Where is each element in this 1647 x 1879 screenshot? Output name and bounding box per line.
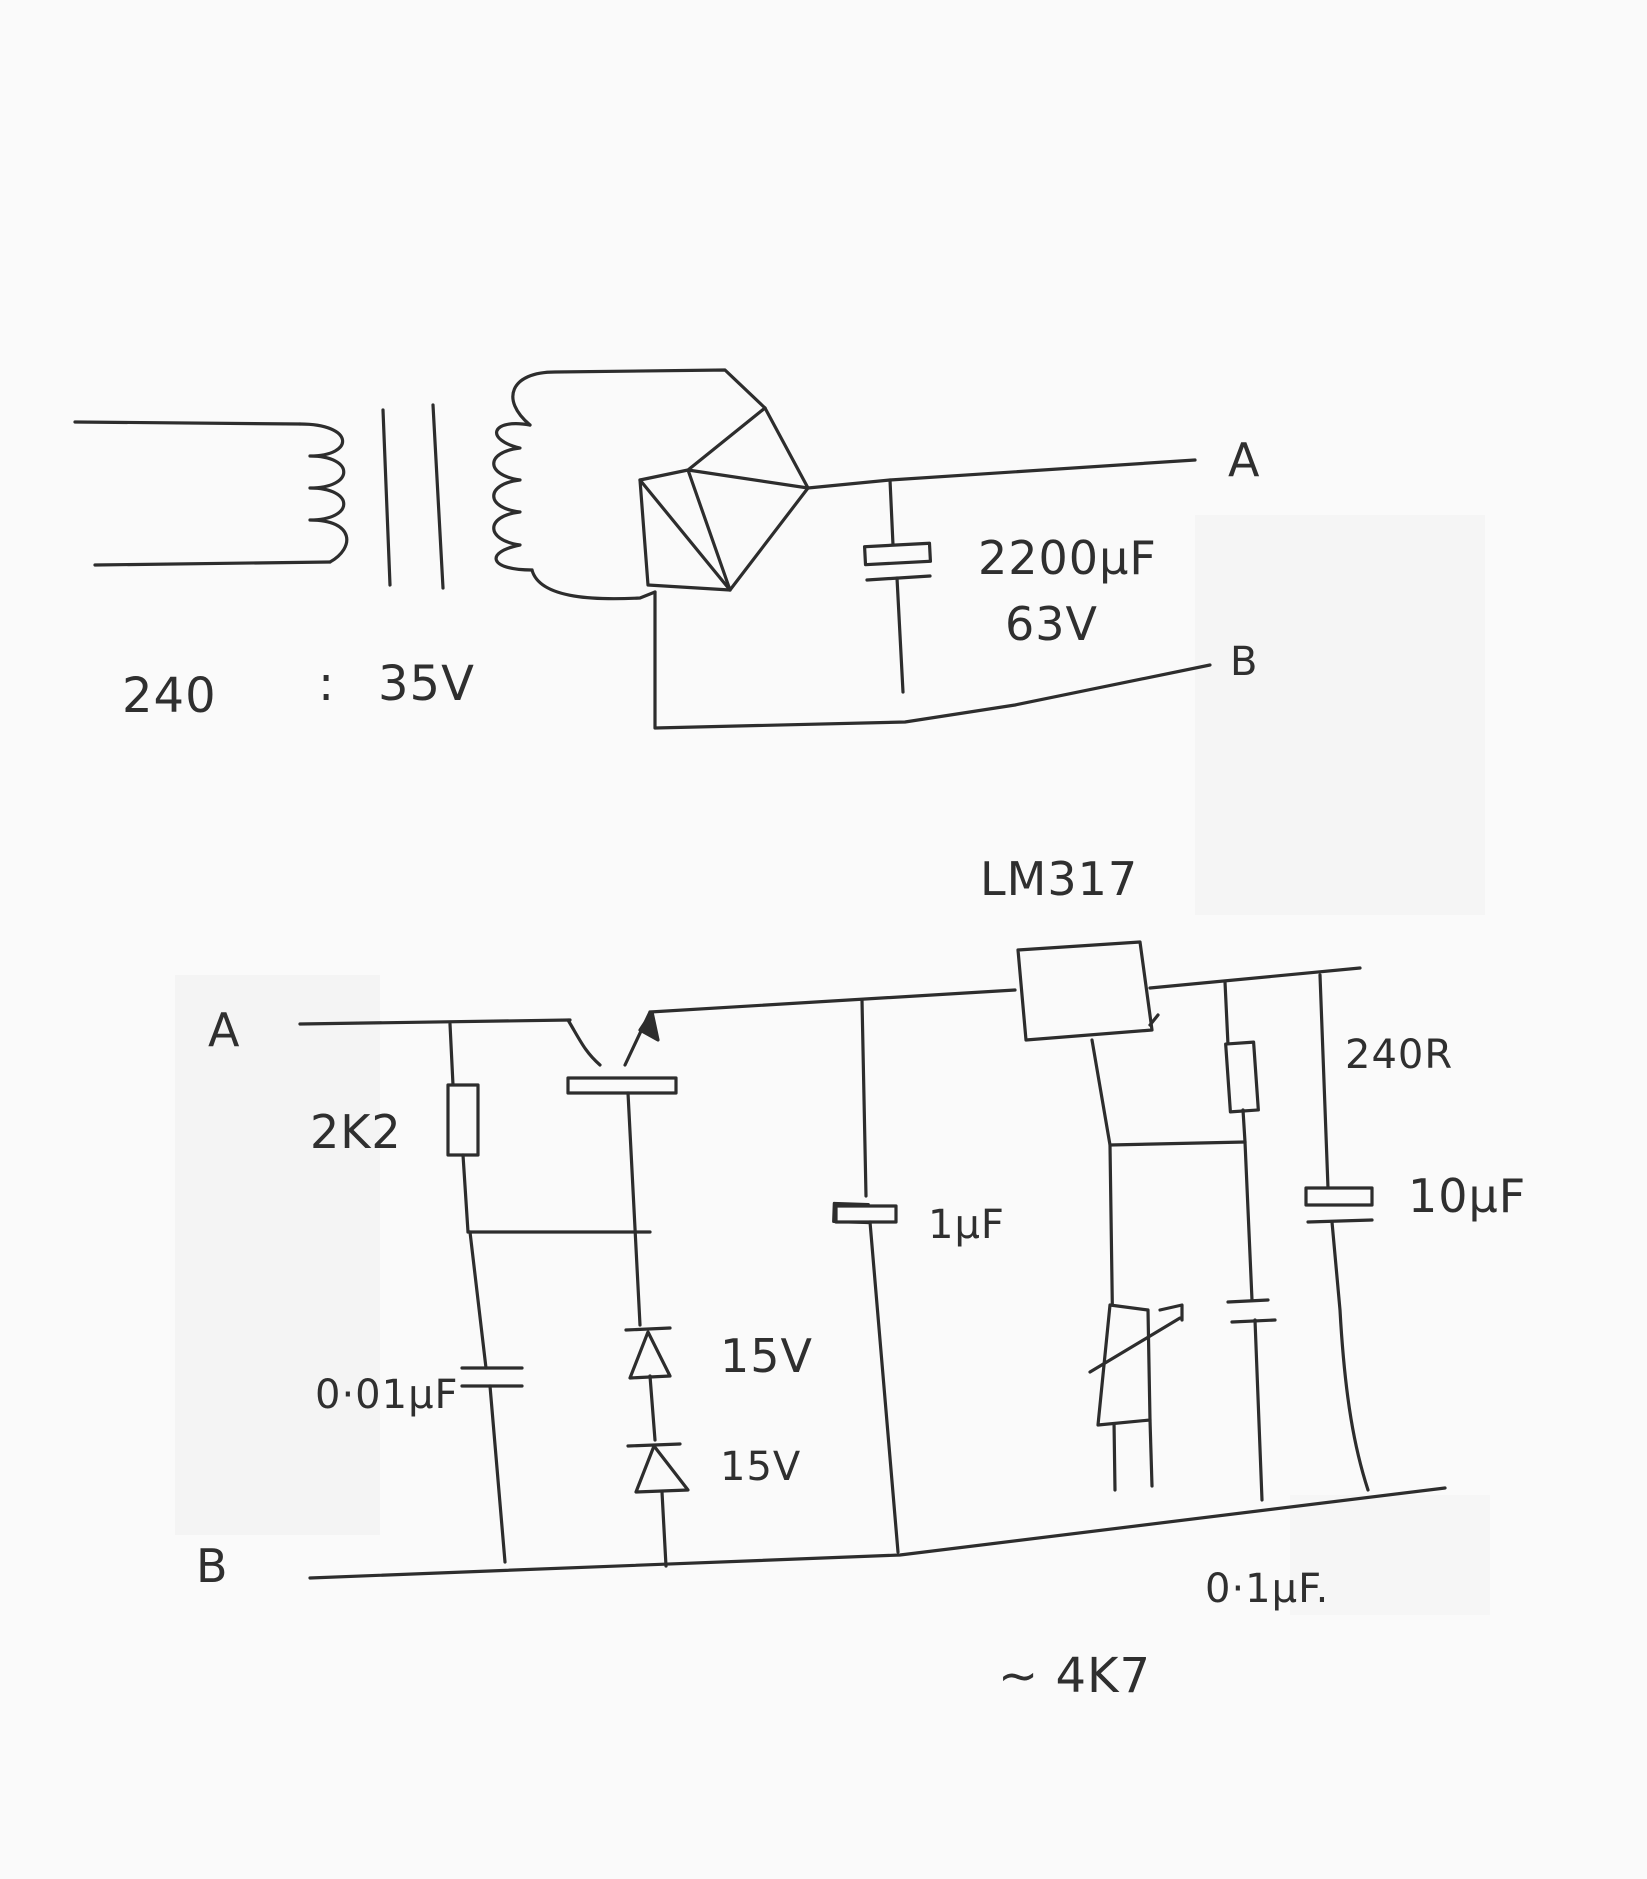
capacitor-voltage-label: 63V — [1005, 597, 1098, 651]
bridge-rectifier — [638, 406, 810, 592]
transformer-primary — [73, 420, 349, 567]
adj-node-wire — [1108, 1140, 1247, 1147]
rail-b-bottom — [308, 1486, 1447, 1580]
rail-mid — [648, 988, 1017, 1014]
capacitor-0-1uf-label: 0·1μF. — [1205, 1566, 1329, 1612]
capacitor-0-01uf-label: 0·01μF — [315, 1372, 459, 1418]
ratio-separator: : — [318, 656, 335, 712]
smoothing-capacitor — [862, 478, 933, 694]
terminal-b-bottom: B — [196, 1539, 229, 1593]
resistor-240r — [1223, 980, 1260, 1144]
potentiometer-value-label: ~ 4K7 — [998, 1648, 1151, 1704]
secondary-voltage-label: 35V — [378, 656, 475, 712]
transformer-core-left — [381, 408, 392, 587]
rail-out — [1148, 966, 1362, 990]
terminal-b-top: B — [1230, 639, 1258, 685]
capacitor-10uf-label: 10μF — [1408, 1169, 1526, 1223]
resistor-2k2 — [446, 1022, 480, 1234]
resistor-2k2-label: 2K2 — [310, 1105, 402, 1159]
pnp-transistor — [566, 1010, 678, 1327]
transformer-core-right — [431, 403, 445, 590]
capacitor-10uf — [1304, 973, 1374, 1492]
capacitor-value-label: 2200μF — [978, 531, 1157, 585]
zener-diode-1 — [624, 1326, 672, 1442]
transformer-ratio-label: 240 — [122, 668, 217, 724]
terminal-a-top: A — [1228, 433, 1260, 487]
capacitor-0-01uf — [460, 1230, 524, 1564]
potentiometer-4k7 — [1088, 1303, 1184, 1488]
capacitor-1uf-label: 1μF — [928, 1202, 1005, 1248]
rail-a-bottom — [298, 1018, 572, 1026]
capacitor-1uf — [832, 998, 900, 1554]
regulator-label: LM317 — [980, 852, 1138, 906]
rail-b-top — [653, 590, 1212, 730]
zener-1-label: 15V — [720, 1329, 813, 1383]
rail-a-top — [806, 458, 1197, 490]
capacitor-0-1uf — [1226, 1140, 1277, 1502]
regulator-circuit: A B 2K2 0·01μF 15V 15V 1μF LM317 240R 10… — [196, 852, 1526, 1704]
resistor-240r-label: 240R — [1345, 1032, 1453, 1078]
transformer-rectifier-circuit: 2200μF 63V A B 240 : 35V — [73, 368, 1260, 730]
zener-2-label: 15V — [720, 1444, 801, 1490]
transformer-secondary — [492, 368, 767, 601]
paper-bleed-through — [175, 515, 1490, 1615]
terminal-a-bottom: A — [208, 1003, 240, 1057]
zener-diode-2 — [626, 1442, 690, 1568]
